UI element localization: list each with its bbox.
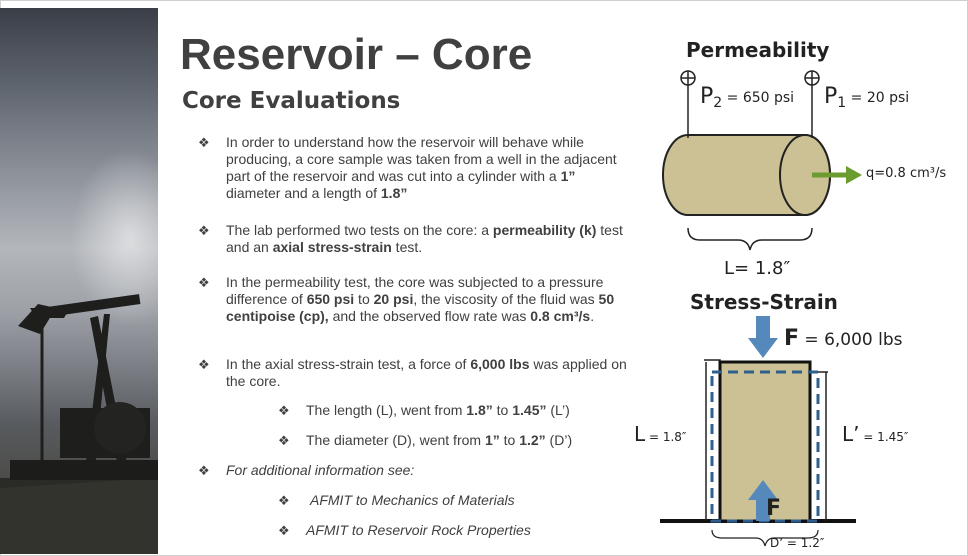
bullet-text: The length (L), went from	[306, 402, 467, 418]
core-length-label: L= 1.8″	[724, 258, 791, 279]
bullet-text: to	[499, 432, 520, 448]
p2-subscript: 2	[713, 95, 723, 111]
p1-subscript: 1	[837, 95, 847, 111]
bullet-marker-icon: ❖	[198, 275, 210, 290]
new-diameter-label: D’ = 1.2″	[770, 536, 825, 550]
bullet-bold: 20 psi	[373, 291, 414, 307]
length-brace	[687, 227, 813, 251]
bullet-core-sample: ❖ In order to understand how the reservo…	[198, 134, 626, 202]
bullet-text: to	[354, 291, 374, 307]
p2-label: P2 = 650 psi	[700, 84, 794, 111]
link-mechanics-of-materials[interactable]: AFMIT to Mechanics of Materials	[310, 492, 515, 508]
bullet-text: test.	[391, 239, 423, 255]
force-value: = 6,000 lbs	[799, 330, 903, 350]
bullet-text: , the viscosity of the fluid was	[413, 291, 599, 307]
bullet-text: test and an	[226, 222, 623, 255]
bullet-marker-icon: ❖	[278, 493, 290, 508]
bullet-text: In the permeability test, the core was s…	[226, 274, 604, 307]
flow-rate-label: q=0.8 cm³/s	[866, 166, 947, 181]
bullet-bold: 1.8”	[380, 185, 408, 201]
bullet-bold: 0.8 cm³/s	[530, 308, 591, 324]
bullet-bold: 1.45”	[512, 402, 547, 418]
bullet-text: (D’)	[545, 432, 573, 448]
bullet-bold: 50 centipoise (cp),	[226, 291, 615, 324]
permeability-diagram	[662, 70, 862, 251]
link-reservoir-rock-properties[interactable]: AFMIT to Reservoir Rock Properties	[306, 522, 531, 538]
permeability-heading: Permeability	[686, 38, 830, 62]
flow-arrow-head-icon	[846, 166, 862, 184]
bullet-text: In the axial stress-strain test, a force…	[226, 356, 471, 372]
bullet-text: The lab performed two tests on the core:…	[226, 222, 493, 238]
bullet-text: In order to understand how the reservoir…	[226, 134, 617, 184]
bullet-bold: 1.8”	[466, 402, 493, 418]
bullet-text: .	[590, 308, 595, 324]
subbullet-diameter: ❖ The diameter (D), went from 1” to 1.2”…	[278, 432, 626, 449]
bullet-bold: 1”	[560, 168, 576, 184]
p1-value: = 20 psi	[846, 90, 910, 106]
bullet-text: The diameter (D), went from	[306, 432, 485, 448]
bullet-text: For additional information see:	[226, 462, 415, 478]
stress-strain-heading: Stress-Strain	[690, 290, 838, 314]
bullet-bold: 1.2”	[519, 432, 546, 448]
new-length-label: L’ = 1.45″	[842, 422, 908, 446]
l-symbol: L	[634, 422, 646, 446]
force-label: F = 6,000 lbs	[784, 326, 903, 351]
bullet-marker-icon: ❖	[278, 403, 290, 418]
subbullet-link-mechanics[interactable]: ❖ AFMIT to Mechanics of Materials	[278, 492, 630, 509]
bullet-additional-info: ❖ For additional information see:	[198, 462, 626, 479]
lp-value: = 1.45″	[859, 430, 909, 444]
force-arrow-down-icon	[748, 338, 778, 358]
bullet-marker-icon: ❖	[198, 357, 210, 372]
bullet-bold: 1”	[484, 432, 500, 448]
bullet-marker-icon: ❖	[278, 523, 290, 538]
pump-jack-silhouette	[0, 294, 158, 554]
l-value: = 1.8″	[645, 430, 687, 444]
bullet-marker-icon: ❖	[278, 433, 290, 448]
bullet-text: diameter and a length of	[226, 185, 381, 201]
p1-label: P1 = 20 psi	[824, 84, 909, 111]
bullet-bold: permeability (k)	[492, 222, 597, 238]
bullet-marker-icon: ❖	[198, 223, 210, 238]
force-symbol: F	[784, 326, 800, 351]
slide-subtitle: Core Evaluations	[182, 88, 401, 114]
bullet-lab-tests: ❖ The lab performed two tests on the cor…	[198, 222, 636, 256]
bullet-bold: 6,000 lbs	[470, 356, 530, 372]
core-diagrams	[660, 70, 862, 547]
bullet-text: and the observed flow rate was	[328, 308, 531, 324]
bullet-marker-icon: ❖	[198, 135, 210, 150]
oil-pump-jack-photo	[0, 8, 158, 554]
force-bottom-label: F	[766, 496, 782, 521]
original-length-label: L = 1.8″	[634, 422, 686, 446]
p1-symbol: P	[824, 84, 838, 109]
bullet-text: was applied on the core.	[226, 356, 627, 389]
subbullet-length: ❖ The length (L), went from 1.8” to 1.45…	[278, 402, 626, 419]
bullet-text: to	[492, 402, 513, 418]
force-arrow-up-icon	[748, 480, 778, 500]
bullet-marker-icon: ❖	[198, 463, 210, 478]
bullet-bold: axial stress-strain	[272, 239, 392, 255]
slide-title: Reservoir – Core	[180, 30, 533, 79]
bullet-text: (L’)	[546, 402, 570, 418]
p2-symbol: P	[700, 84, 714, 109]
diameter-brace	[711, 529, 819, 547]
bullet-stress-strain-test: ❖ In the axial stress-strain test, a for…	[198, 356, 636, 390]
p2-value: = 650 psi	[722, 90, 795, 106]
lp-symbol: L’	[842, 422, 860, 446]
stress-strain-diagram	[660, 316, 856, 547]
subbullet-link-rock-properties[interactable]: ❖ AFMIT to Reservoir Rock Properties	[278, 522, 626, 539]
bullet-bold: 650 psi	[306, 291, 355, 307]
bullet-permeability-test: ❖ In the permeability test, the core was…	[198, 274, 626, 325]
